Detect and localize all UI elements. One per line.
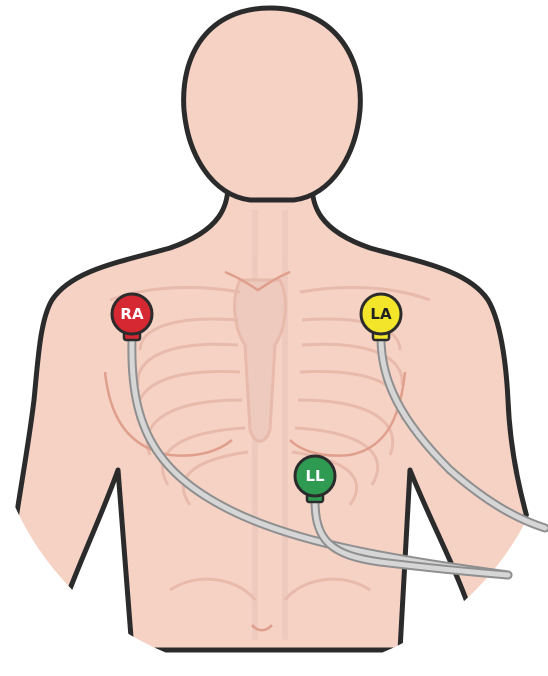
torso-outline: [10, 184, 540, 650]
head: [184, 8, 361, 200]
electrode-ll-label: LL: [305, 467, 325, 485]
electrode-ra-label: RA: [120, 305, 144, 323]
electrode-la-label: LA: [370, 305, 392, 323]
